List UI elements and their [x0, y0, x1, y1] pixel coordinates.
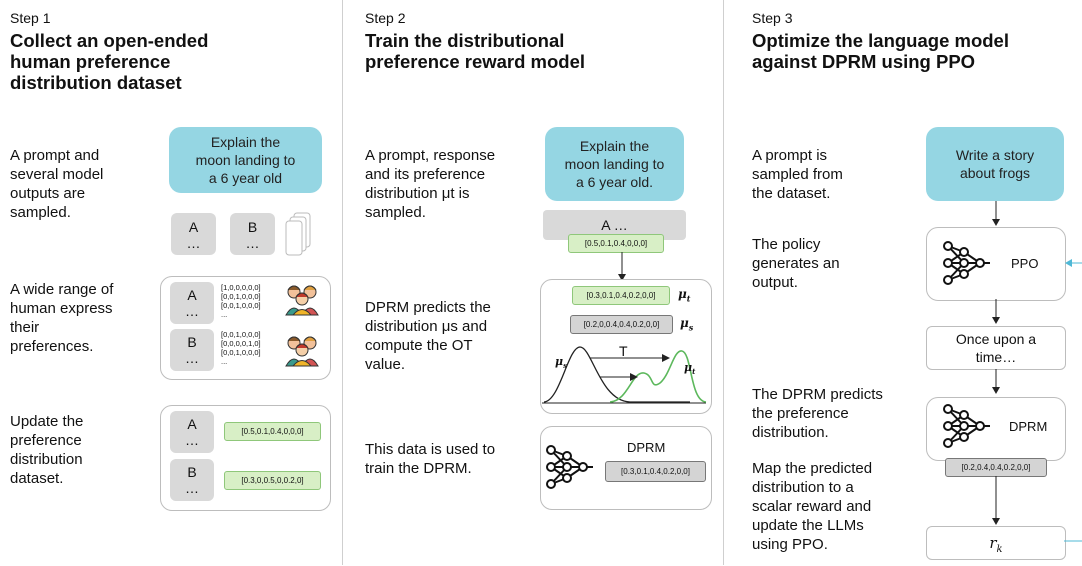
neural-network-icon — [943, 404, 990, 448]
step-2-model-distribution: [0.3,0.1,0.4,0.2,0,0] — [605, 461, 706, 482]
feedback-line-icon — [1064, 540, 1082, 542]
arrow-down-icon — [992, 201, 1000, 226]
mu-s-curve-label: μs — [555, 355, 568, 371]
step-2-response-distribution: [0.5,0.1,0.4,0,0,0] — [568, 234, 664, 253]
step-1-description-sample: A prompt and several model outputs are s… — [10, 147, 104, 221]
step-3-title: Optimize the language model against DPRM… — [752, 30, 1009, 72]
step-2-description-sample: A prompt, response and its preference di… — [365, 147, 496, 221]
step-3-description-reward: Map the predicted distribution to a scal… — [752, 460, 873, 553]
people-group-icon — [285, 336, 319, 367]
step-2-label: Step 2 — [365, 10, 406, 26]
column-separator-1 — [342, 0, 343, 565]
step-3-label: Step 3 — [752, 10, 793, 26]
step-1-dataset-output-a: A … — [170, 411, 214, 453]
arrow-down-icon — [992, 476, 1000, 525]
step-3-reward-box: rk — [926, 526, 1066, 560]
step-1-label: Step 1 — [10, 10, 51, 26]
feedback-arrow-icon — [1065, 259, 1082, 267]
stacked-pages-icon — [285, 212, 311, 256]
column-separator-2 — [723, 0, 724, 565]
neural-network-icon — [546, 445, 593, 489]
step-1-description-preferences: A wide range of human express their pref… — [10, 281, 114, 355]
step-3-description-policy: The policy generates an output. — [752, 236, 840, 291]
step-2-title: Train the distributional preference rewa… — [365, 30, 586, 72]
step-1-title: Collect an open-ended human preference d… — [10, 30, 209, 93]
step-3-dprm-name: DPRM — [1009, 419, 1048, 434]
step-3-policy-panel — [926, 227, 1066, 301]
transport-label: T — [619, 343, 628, 359]
step-1-votes-b: [0,0,1,0,0,0] [0,0,0,0,1,0] [0,0,1,0,0,0… — [221, 330, 261, 366]
mu-s-label: μs — [680, 316, 694, 333]
step-1-distribution-a: [0.5,0.1,0.4,0,0,0] — [224, 422, 321, 441]
step-1-distribution-b: [0.3,0,0.5,0,0.2,0] — [224, 471, 321, 490]
step-2-model-name: DPRM — [627, 440, 666, 455]
step-1-output-b: B … — [230, 213, 275, 255]
step-1-panel-output-b: B … — [170, 329, 214, 371]
step-1-dataset-output-b: B … — [170, 459, 214, 501]
step-2-description-train: This data is used to train the DPRM. — [365, 441, 496, 477]
optimal-transport-plot — [542, 346, 707, 404]
step-2-mu-t-distribution: [0.3,0.1,0.4,0.2,0,0] — [572, 286, 670, 305]
neural-network-icon — [943, 241, 990, 285]
step-1-output-a: A … — [171, 213, 216, 255]
step-3-predicted-distribution: [0.2,0.4,0.4,0.2,0,0] — [945, 458, 1047, 477]
arrow-down-icon — [618, 252, 626, 281]
step-2-prompt-box: Explain the moon landing to a 6 year old… — [545, 127, 684, 201]
step-3-description-dprm: The DPRM predicts the preference distrib… — [752, 386, 883, 441]
step-3-description-sample: A prompt is sampled from the dataset. — [752, 147, 843, 202]
step-1-prompt-box: Explain the moon landing to a 6 year old — [169, 127, 322, 193]
arrow-down-icon — [992, 299, 1000, 324]
mu-t-label: μt — [678, 287, 691, 304]
step-3-policy-name: PPO — [1011, 256, 1039, 271]
step-3-output-box: Once upon a time… — [926, 326, 1066, 370]
arrow-down-icon — [992, 369, 1000, 394]
step-3-prompt-box: Write a story about frogs — [926, 127, 1064, 201]
step-2-mu-s-distribution: [0.2,0,0.4,0.4,0.2,0,0] — [570, 315, 673, 334]
people-group-icon — [285, 285, 319, 316]
step-2-description-predict: DPRM predicts the distribution μs and co… — [365, 299, 491, 373]
mu-t-curve-label: μt — [684, 361, 696, 377]
step-1-votes-a: [1,0,0,0,0,0] [0,0,1,0,0,0] [0,0,1,0,0,0… — [221, 283, 261, 319]
step-1-description-update: Update the preference distribution datas… — [10, 413, 84, 487]
step-1-panel-output-a: A … — [170, 282, 214, 324]
